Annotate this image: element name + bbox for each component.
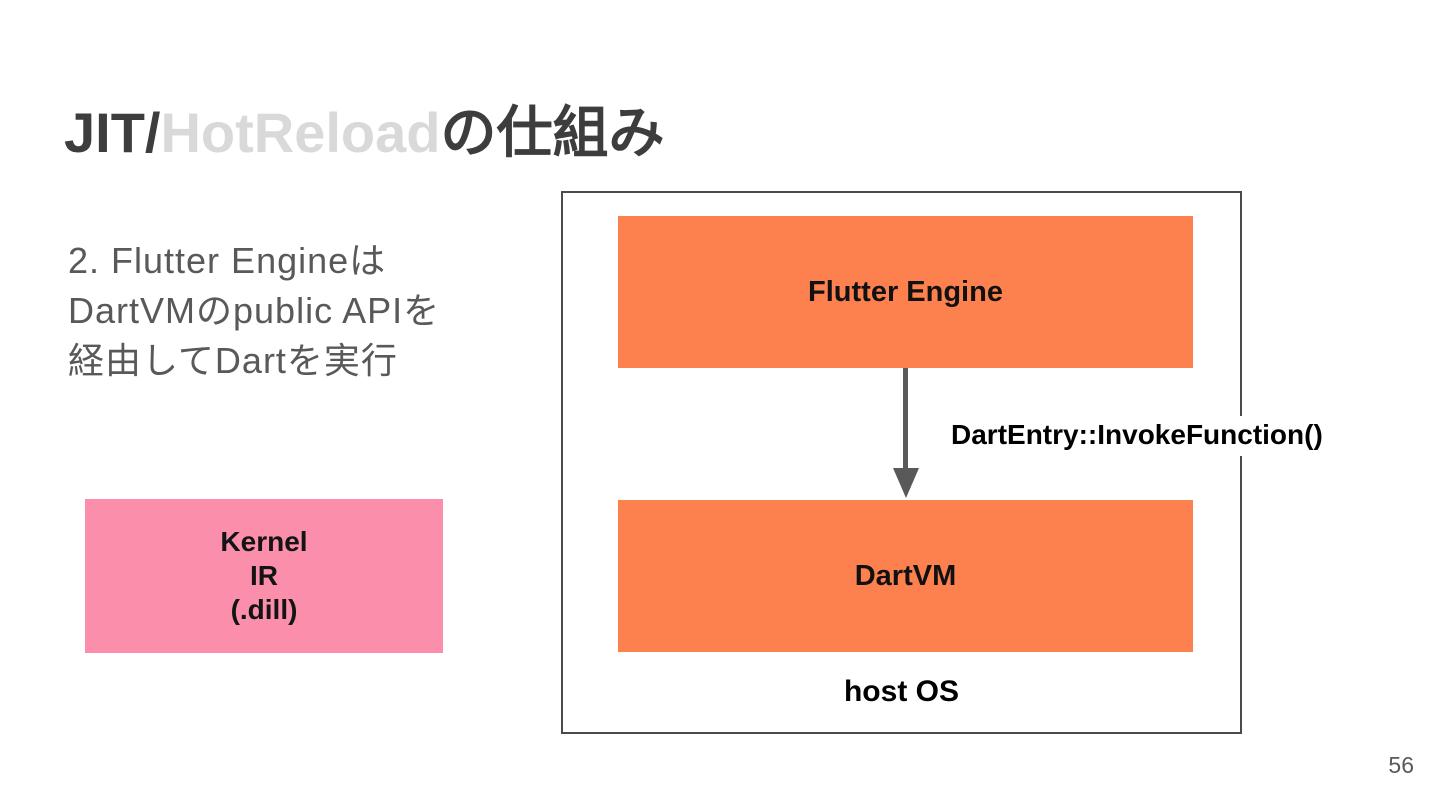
kernel-box-line-1: Kernel [220, 526, 308, 557]
host-os-label: host OS [843, 675, 959, 708]
kernel-ir-dill-box: Kernel IR (.dill) [85, 499, 443, 653]
page-number: 56 [1388, 752, 1414, 778]
page-title: JIT/HotReloadの仕組み [64, 88, 664, 169]
body-line-3: 経由してDartを実行 [68, 340, 398, 381]
invoke-function-label: DartEntry::InvokeFunction() [949, 416, 1333, 456]
invoke-arrow-head-icon [893, 468, 919, 498]
title-segment-suffix: の仕組み [440, 101, 665, 164]
host-os-boundary-box [561, 191, 1242, 734]
invoke-arrow-line [903, 368, 908, 472]
body-line-2: DartVMのpublic APIを [68, 290, 441, 331]
body-text: 2. Flutter Engineは DartVMのpublic APIを 経由… [68, 236, 440, 386]
title-segment-jit: JIT/ [64, 101, 161, 164]
kernel-box-line-3: (.dill) [230, 594, 298, 625]
kernel-box-line-2: IR [250, 560, 278, 591]
title-segment-hotreload: HotReload [160, 101, 441, 164]
body-line-1: 2. Flutter Engineは [68, 240, 387, 281]
dartvm-label: DartVM [854, 559, 957, 592]
flutter-engine-box: Flutter Engine [618, 216, 1193, 368]
flutter-engine-label: Flutter Engine [808, 275, 1003, 308]
dartvm-box: DartVM [618, 500, 1193, 652]
